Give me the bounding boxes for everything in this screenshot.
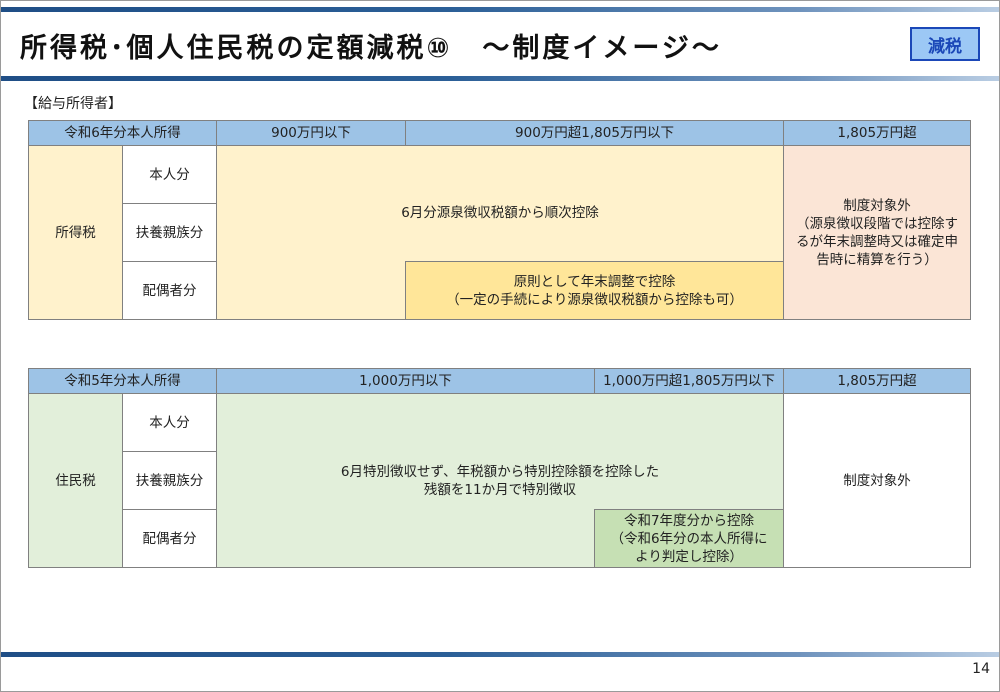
resident-tax-row-label: 住民税 xyxy=(28,393,123,568)
header-bottom-rule xyxy=(1,76,999,81)
income-tax-subrow-spouse: 配偶者分 xyxy=(122,261,217,320)
income-tax-out-of-scope-cell: 制度対象外 （源泉徴収段階では控除す るが年末調整時又は確定申 告時に精算を行う… xyxy=(783,145,971,320)
income-tax-header-900-1805: 900万円超1,805万円以下 xyxy=(405,120,784,146)
income-tax-table: 令和6年分本人所得 900万円以下 900万円超1,805万円以下 1,805万… xyxy=(28,120,971,320)
resident-tax-out-of-scope-cell: 制度対象外 xyxy=(783,393,971,568)
resident-tax-table: 令和5年分本人所得 1,000万円以下 1,000万円超1,805万円以下 1,… xyxy=(28,368,971,568)
resident-tax-header-over-1805: 1,805万円超 xyxy=(783,368,971,394)
resident-tax-header-income: 令和5年分本人所得 xyxy=(28,368,217,394)
income-tax-header-under-900: 900万円以下 xyxy=(216,120,406,146)
resident-tax-spouse-cell: 令和7年度分から控除 （令和6年分の本人所得に より判定し控除） xyxy=(594,509,784,568)
tax-cut-badge: 減税 xyxy=(910,27,980,61)
resident-tax-subrow-dependents: 扶養親族分 xyxy=(122,451,217,510)
resident-tax-subrow-spouse: 配偶者分 xyxy=(122,509,217,568)
page-title: 所得税･個人住民税の定額減税⑩ ～制度イメージ～ xyxy=(20,33,722,64)
income-tax-row-label: 所得税 xyxy=(28,145,123,320)
income-tax-header-income: 令和6年分本人所得 xyxy=(28,120,217,146)
income-tax-subrow-dependents: 扶養親族分 xyxy=(122,203,217,262)
income-tax-subrow-self: 本人分 xyxy=(122,145,217,204)
resident-tax-subrow-self: 本人分 xyxy=(122,393,217,452)
income-tax-spouse-cell: 原則として年末調整で控除 （一定の手続により源泉徴収税額から控除も可） xyxy=(405,261,784,320)
section-label: 【給与所得者】 xyxy=(24,96,122,112)
header-top-rule xyxy=(1,7,999,12)
footer-rule xyxy=(1,652,999,657)
resident-tax-header-1000-1805: 1,000万円超1,805万円以下 xyxy=(594,368,784,394)
page-number: 14 xyxy=(972,661,990,677)
income-tax-header-over-1805: 1,805万円超 xyxy=(783,120,971,146)
resident-tax-header-under-1000: 1,000万円以下 xyxy=(216,368,595,394)
